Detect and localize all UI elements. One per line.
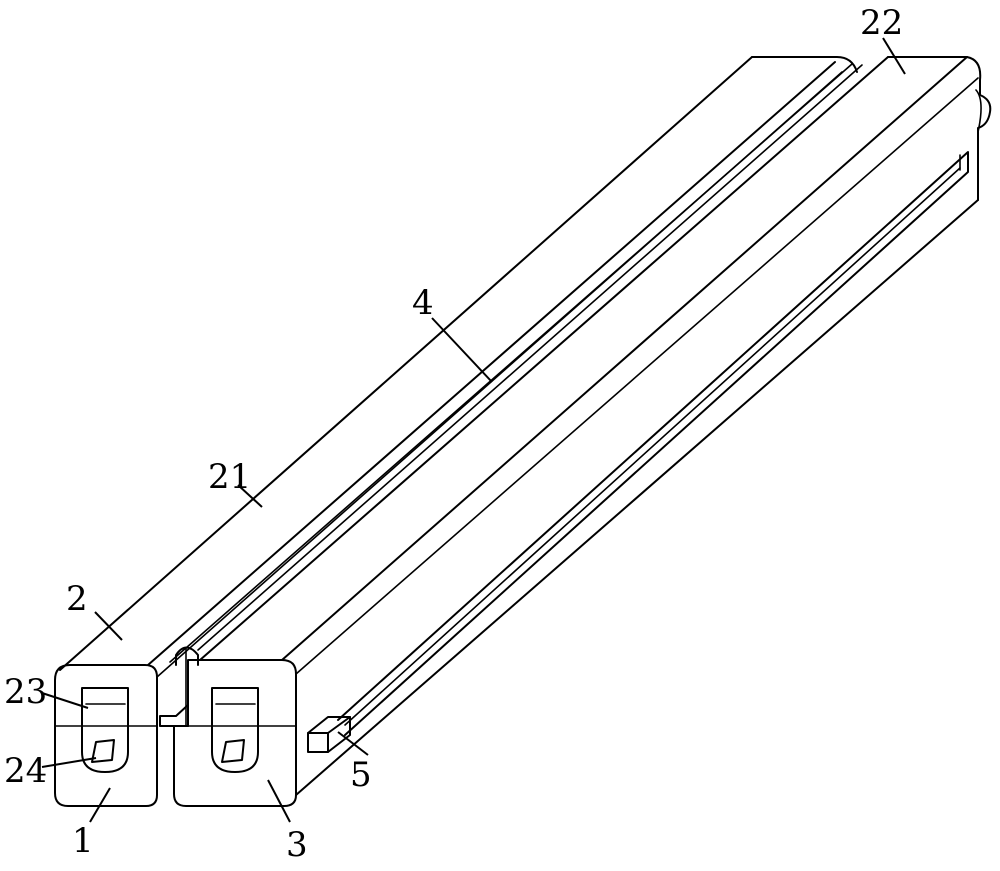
side-block-top — [307, 716, 351, 734]
right-rail-back-notch — [975, 89, 982, 133]
left-rail-top-edge-outer — [59, 56, 753, 671]
right-rail — [159, 56, 992, 807]
label-21: 21 — [208, 457, 251, 497]
label-24: 24 — [4, 751, 47, 791]
reference-numerals: 1 2 3 4 5 21 22 23 24 — [4, 3, 903, 865]
right-rail-side-slot-inner — [344, 167, 961, 726]
right-rail-side-slot-outer — [337, 151, 969, 736]
leader-21 — [237, 484, 263, 508]
left-rail-groove-1 — [147, 61, 836, 666]
leader-24 — [41, 757, 97, 768]
right-rail-side-edge — [295, 77, 979, 675]
left-rail-groove-3 — [169, 63, 853, 663]
left-rail-latch — [91, 739, 115, 763]
label-1: 1 — [72, 821, 94, 861]
connector-ridge — [197, 64, 863, 651]
leader-3 — [267, 779, 291, 823]
right-rail-top-edge-inner — [199, 56, 889, 661]
label-4: 4 — [412, 283, 434, 323]
right-rail-end-face — [173, 659, 297, 807]
leader-4 — [431, 317, 493, 383]
leader-23 — [41, 692, 89, 709]
right-rail-back-corner — [966, 56, 992, 141]
connector-plate — [159, 704, 189, 727]
right-rail-side-bottom — [295, 199, 979, 796]
right-rail-top-edge-outer — [281, 56, 968, 661]
right-rail-slot — [211, 687, 259, 773]
leader-1 — [89, 787, 111, 823]
label-22: 22 — [860, 3, 903, 43]
label-3: 3 — [286, 825, 308, 865]
label-5: 5 — [350, 755, 372, 795]
right-rail-latch — [221, 739, 245, 763]
side-block — [307, 716, 351, 753]
left-rail-end-face — [54, 664, 158, 807]
leader-lines — [41, 37, 906, 823]
side-block-right — [327, 716, 351, 753]
label-23: 23 — [4, 672, 47, 712]
leader-5 — [337, 731, 369, 756]
leader-22 — [882, 37, 906, 75]
left-rail — [54, 55, 858, 807]
label-2: 2 — [66, 579, 88, 619]
side-block-front — [307, 732, 329, 753]
center-connector — [159, 64, 863, 727]
leader-2 — [94, 611, 123, 641]
